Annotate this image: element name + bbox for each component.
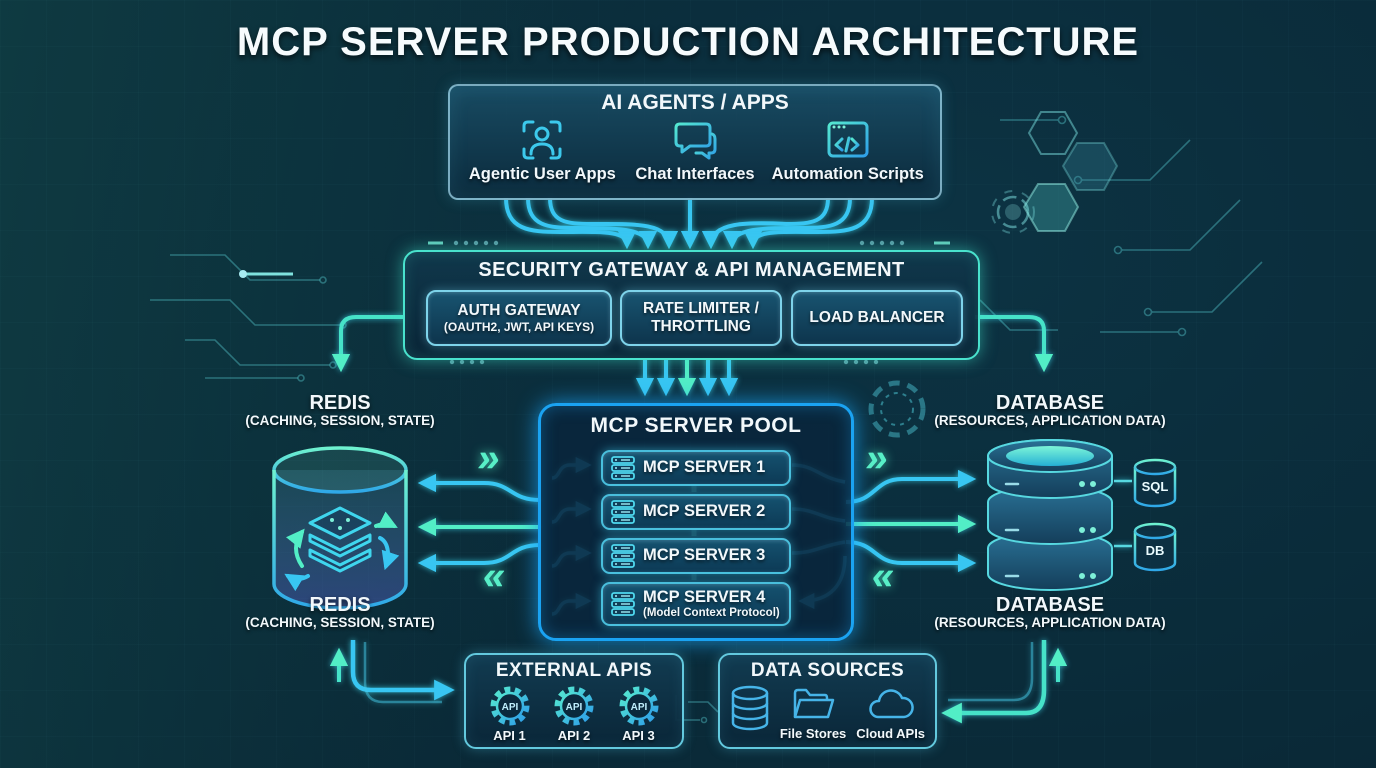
sql-label: SQL: [1142, 479, 1169, 494]
database-label-top: DATABASE (RESOURCES, APPLICATION DATA): [934, 392, 1166, 428]
ai-item-agentic-user-apps: Agentic User Apps: [466, 117, 619, 184]
redis-cylinder: [268, 442, 412, 614]
api-2-item: API API 2: [553, 685, 595, 743]
redis-stack-icon: [308, 506, 372, 573]
server-icon: [611, 592, 635, 616]
database-stack-icon: [987, 439, 1113, 591]
db-satellite: DB: [1132, 522, 1178, 572]
ai-item-label: Chat Interfaces: [635, 165, 755, 183]
server-icon: [611, 500, 635, 524]
ai-agents-box: AI AGENTS / APPS Agentic User Apps: [448, 84, 942, 200]
hexagon-decor: [991, 111, 1119, 234]
data-source-cloud-apis-item: Cloud APIs: [856, 685, 925, 741]
ai-item-label: Automation Scripts: [771, 165, 924, 183]
sql-cylinder-icon: SQL: [1133, 458, 1177, 508]
chevron-right-icon: »: [862, 436, 892, 480]
load-balancer-label: LOAD BALANCER: [809, 309, 945, 327]
sql-satellite: SQL: [1132, 458, 1178, 508]
external-apis-title: EXTERNAL APIS: [495, 660, 653, 681]
rate-limiter-label-2: THROTTLING: [651, 318, 751, 335]
rate-limiter-label-1: RATE LIMITER /: [643, 300, 759, 318]
auth-gateway-label: AUTH GATEWAY: [457, 301, 581, 319]
mcp-pool-title: MCP SERVER POOL: [590, 414, 802, 437]
database-cylinder-icon: [731, 685, 769, 731]
chat-bubbles-icon: [674, 122, 717, 160]
ai-agents-title: AI AGENTS / APPS: [601, 91, 789, 114]
ai-item-label: Agentic User Apps: [468, 165, 616, 183]
api-gear-icon: API: [619, 686, 658, 726]
api-3-item: API API 3: [618, 685, 660, 743]
server-label: MCP SERVER 4: [643, 588, 766, 607]
redis-label-top: REDIS (CACHING, SESSION, STATE): [245, 392, 435, 428]
db-cylinder-icon: DB: [1133, 522, 1177, 572]
auth-gateway-sublabel: (OAUTH2, JWT, API KEYS): [443, 319, 595, 334]
data-source-label: Cloud APIs: [856, 726, 926, 741]
api-gear-text: API: [501, 702, 518, 713]
auth-gateway-box: AUTH GATEWAY (OAUTH2, JWT, API KEYS): [426, 290, 612, 346]
user-scan-icon: [522, 120, 562, 160]
api-gear-icon: API: [490, 686, 529, 726]
data-source-file-stores-item: File Stores: [780, 685, 846, 741]
data-sources-box: DATA SOURCES File Stores: [718, 653, 937, 749]
server-icon: [611, 456, 635, 480]
api-item-label: API 2: [557, 728, 591, 743]
rate-limiter-box: RATE LIMITER / THROTTLING: [620, 290, 782, 346]
api-item-label: API 3: [622, 728, 655, 743]
ai-item-chat-interfaces: Chat Interfaces: [619, 117, 772, 184]
db-label: DB: [1146, 543, 1165, 558]
chevron-right-icon: »: [474, 436, 504, 480]
api-gear-icon: API: [554, 686, 594, 726]
page-title: MCP SERVER PRODUCTION ARCHITECTURE: [236, 20, 1140, 64]
server-label: MCP SERVER 3: [643, 546, 766, 565]
chevron-left-icon: «: [868, 554, 898, 598]
mcp-server-2: MCP SERVER 2: [601, 494, 791, 530]
security-gateway-title: SECURITY GATEWAY & API MANAGEMENT: [478, 259, 905, 281]
cloud-icon: [868, 689, 914, 719]
database-stack: [980, 438, 1120, 596]
server-icon: [611, 544, 635, 568]
folder-icon: [793, 688, 835, 719]
data-sources-title: DATA SOURCES: [750, 660, 905, 681]
external-apis-box: EXTERNAL APIS API API 1 API API 2 API: [464, 653, 684, 749]
ai-item-automation-scripts: Automation Scripts: [771, 117, 924, 184]
api-gear-text: API: [566, 702, 583, 713]
load-balancer-box: LOAD BALANCER: [791, 290, 963, 346]
mcp-server-pool-box: MCP SERVER POOL MCP SERVER 1 MCP SERVER …: [538, 403, 854, 641]
redis-label-bottom: REDIS (CACHING, SESSION, STATE): [245, 594, 435, 630]
data-source-label: File Stores: [779, 726, 847, 741]
server-label: MCP SERVER 2: [643, 502, 766, 521]
api-gear-text: API: [630, 702, 647, 713]
chevron-left-icon: «: [479, 554, 509, 598]
code-window-icon: [827, 121, 869, 158]
mcp-server-3: MCP SERVER 3: [601, 538, 791, 574]
api-item-label: API 1: [493, 728, 526, 743]
security-gateway-box: SECURITY GATEWAY & API MANAGEMENT AUTH G…: [403, 250, 980, 360]
api-1-item: API API 1: [489, 685, 531, 743]
server-sublabel: (Model Context Protocol): [643, 606, 780, 619]
redis-icon: [272, 446, 408, 610]
server-label: MCP SERVER 1: [643, 458, 766, 477]
database-label-bottom: DATABASE (RESOURCES, APPLICATION DATA): [934, 594, 1166, 630]
data-source-database-item: [730, 685, 770, 731]
mcp-server-4: MCP SERVER 4 (Model Context Protocol): [601, 582, 791, 626]
mcp-server-1: MCP SERVER 1: [601, 450, 791, 486]
